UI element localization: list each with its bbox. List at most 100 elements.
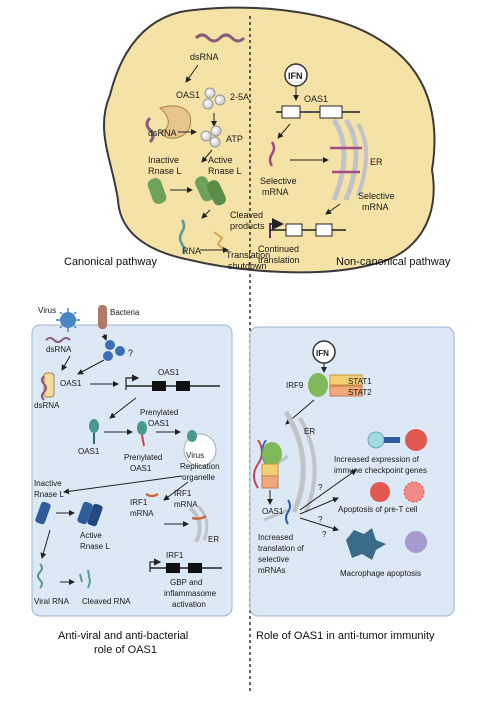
label-rnase-l-inactive-panel: Rnase L [34,490,64,499]
dsrna-strand-icon [194,33,246,43]
virus-replication-organelle-icon [183,430,217,467]
label-stat1: STAT1 [348,377,372,386]
label-organelle: organelle [182,473,215,482]
pre-t-cell-icon [370,481,425,503]
label-er-panel: ER [208,535,219,544]
label-prenylated-top-2: OAS1 [148,419,170,428]
label-rnase-l-active: Rnase L [208,166,242,176]
irf1-mrna-strand-a-icon [145,492,159,498]
label-cleaved: Cleaved [230,210,263,220]
label-dsrna-virus: dsRNA [46,345,72,354]
label-irf1-mrna-a: IRF1 [130,498,148,507]
label-stat2: STAT2 [348,388,372,397]
dsrna-left-icon [145,116,155,144]
rnase-l-inactive-blue-icon [35,501,51,525]
caption-non-canonical: Non-canonical pathway [336,256,451,268]
label-q3: ? [322,530,327,539]
label-dsrna: dsRNA [190,52,219,62]
er-panel-icon [188,504,209,543]
stat1-box [329,374,363,386]
label-bacteria: Bacteria [110,308,140,317]
label-macrophage-apoptosis: Macrophage apoptosis [340,569,421,578]
label-irf1-mrna-a-2: mRNA [130,509,154,518]
label-oas1-right: OAS1 [304,94,328,104]
label-er: ER [370,157,383,167]
label-increased-2: translation of [258,544,305,553]
label-increased-expr-1: Increased expression of [334,455,420,464]
label-mrna: mRNA [262,187,289,197]
label-translation: Translation [226,250,270,260]
oas1-small-icon [89,419,99,444]
label-q1: ? [318,483,323,492]
viral-rna-strand-icon [37,563,43,589]
label-replication: Replication [180,462,220,471]
anti-viral-panel [31,324,233,617]
oas1-gene-right-icon [276,105,360,119]
label-inflammasome: inflammasome [164,589,217,598]
label-irf1-mrna-b: IRF1 [174,489,192,498]
oas1-protein-icon [158,105,192,139]
dsrna-viral-strand-icon [45,337,71,343]
dsrna-panel-strand-icon [41,375,47,401]
label-virus: Virus [38,306,56,315]
mrna-strand-tumor-icon [285,499,291,525]
label-prenylated-top: Prenylated [140,408,178,417]
label-rnase-l-active-panel: Rnase L [80,542,110,551]
label-irf1: IRF1 [166,551,184,560]
rnase-l-active-blue-icon [77,501,103,527]
label-increased-3: selective [258,555,290,564]
oas1-complex-icon [261,442,282,489]
caption-canonical: Canonical pathway [64,256,157,268]
prenylated-oas1-icon [137,421,147,447]
virus-icon [56,308,80,332]
rnase-l-active-icon [195,176,226,206]
oas1-gene-icon [125,374,220,391]
label-irf1-mrna-b-2: mRNA [174,500,198,509]
label-oas1-tumor: OAS1 [262,507,284,516]
label-rnase-l-inactive: Rnase L [148,166,182,176]
label-rna: RNA [182,246,201,256]
label-cleaved-rna: Cleaved RNA [82,597,131,606]
label-selective: Selective [260,176,297,186]
cleaved-products-icon [213,231,225,251]
label-question: ? [128,348,133,358]
label-irf9: IRF9 [286,381,304,390]
label-ifn: IFN [288,71,303,81]
label-prenylated-mid: Prenylated [124,453,162,462]
stat2-box [329,385,363,397]
label-dsrna-left: dsRNA [148,128,177,138]
atp-cluster-icon [200,125,222,148]
label-oas1-mid: OAS1 [78,447,100,456]
irf9-protein-icon [308,373,328,397]
label-atp: ATP [226,134,243,144]
caption-anti-viral-1: Anti-viral and anti-bacterial [58,630,188,642]
label-active-panel: Active [80,531,102,540]
label-gbp: GBP and [170,578,202,587]
label-inactive-panel: Inactive [34,479,62,488]
label-virus-organelle: Virus [186,451,204,460]
label-inactive: Inactive [148,155,179,165]
rna-strand-icon [178,219,186,255]
macrophage-icon [346,528,427,560]
label-oas1: OAS1 [176,90,200,100]
er-right-icon [330,118,368,201]
caption-anti-viral-2: role of OAS1 [94,644,157,656]
gbp-gene-icon [149,558,222,573]
label-q2: ? [318,515,323,524]
label-activation: activation [172,600,206,609]
continued-translation-icon [269,218,346,238]
rnase-l-inactive-icon [147,178,167,204]
two-5a-cluster-icon [202,87,226,110]
label-prenylated-mid-2: OAS1 [130,464,152,473]
label-dsrna-left-panel: dsRNA [34,401,60,410]
label-er-tumor: ER [304,427,315,436]
label-mrna-2: mRNA [362,202,389,212]
label-products: products [230,221,265,231]
immune-checkpoint-cells-icon [367,429,427,451]
caption-anti-tumor: Role of OAS1 in anti-tumor immunity [256,630,435,642]
label-2-5a: 2-5A [230,92,249,102]
label-ifn-panel: IFN [316,349,329,358]
bacteria-icon [98,305,107,329]
selective-mrna-strand-icon [268,141,276,167]
